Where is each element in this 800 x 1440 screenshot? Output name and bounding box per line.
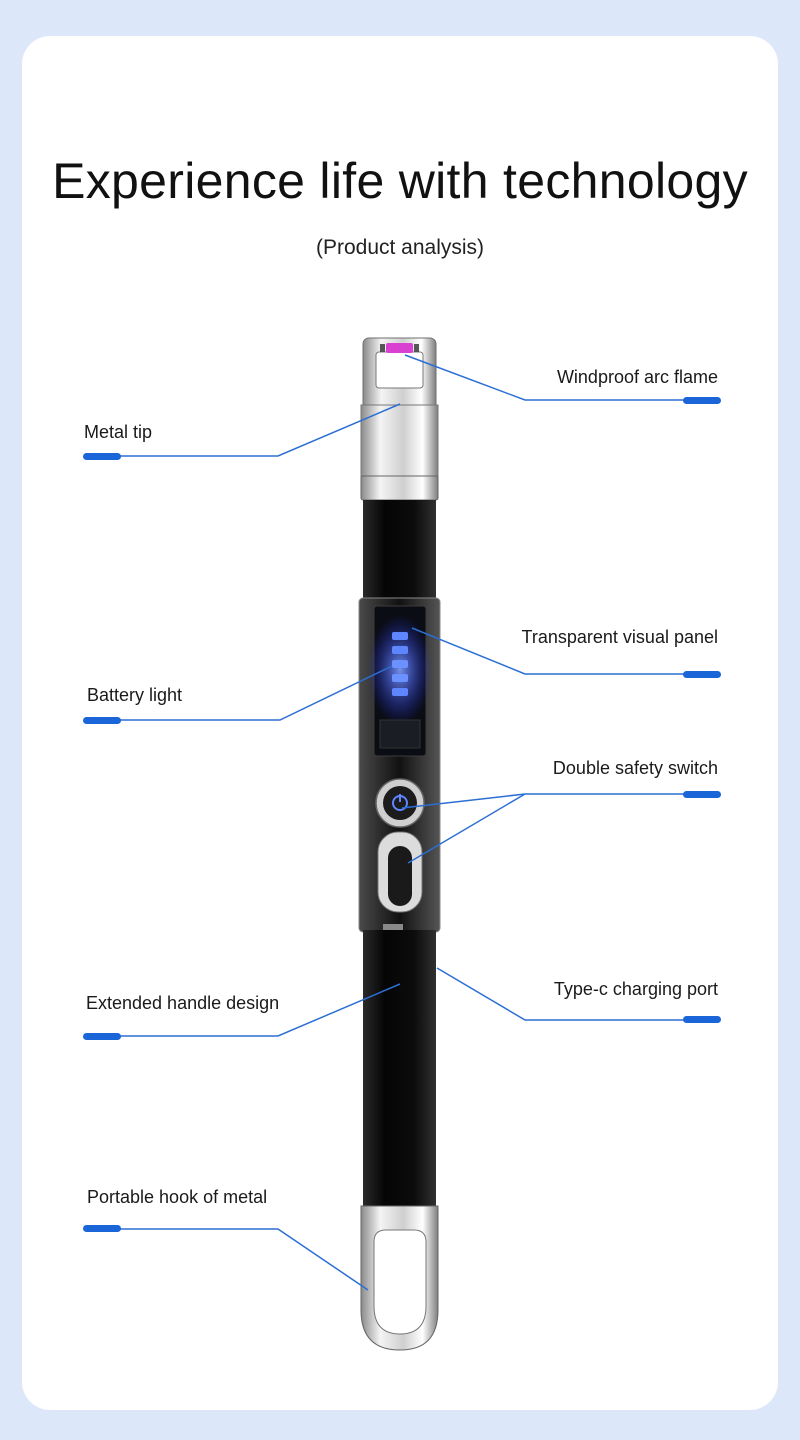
- metal-tip: [360, 404, 439, 478]
- page-subtitle: (Product analysis): [315, 236, 485, 259]
- battery-light-icon: [392, 632, 408, 696]
- label-battery-light: Battery light: [87, 685, 183, 705]
- callout-markers: [83, 397, 721, 1232]
- page-title: Experience life with technology: [52, 153, 748, 209]
- label-extended-handle-design: Extended handle design: [86, 993, 280, 1013]
- label-windproof-arc-flame: Windproof arc flame: [556, 367, 718, 387]
- safety-slider[interactable]: [388, 846, 412, 906]
- arc-flame-icon: [386, 343, 413, 353]
- lighter: [358, 337, 441, 1351]
- typec-port: [383, 924, 403, 930]
- battery-glow: [368, 615, 432, 725]
- tip-collar: [360, 475, 439, 501]
- label-portable-hook-of-metal: Portable hook of metal: [87, 1187, 268, 1207]
- extended-handle: [363, 930, 436, 1210]
- upper-handle: [363, 500, 436, 600]
- label-metal-tip: Metal tip: [84, 422, 153, 442]
- callout-lines: [85, 354, 720, 1291]
- hook-opening: [373, 1229, 427, 1335]
- label-typec-charging-port: Type-c charging port: [553, 979, 718, 999]
- arc-window: [375, 351, 424, 389]
- label-transparent-visual-panel: Transparent visual panel: [521, 627, 718, 647]
- label-double-safety-switch: Double safety switch: [552, 758, 718, 778]
